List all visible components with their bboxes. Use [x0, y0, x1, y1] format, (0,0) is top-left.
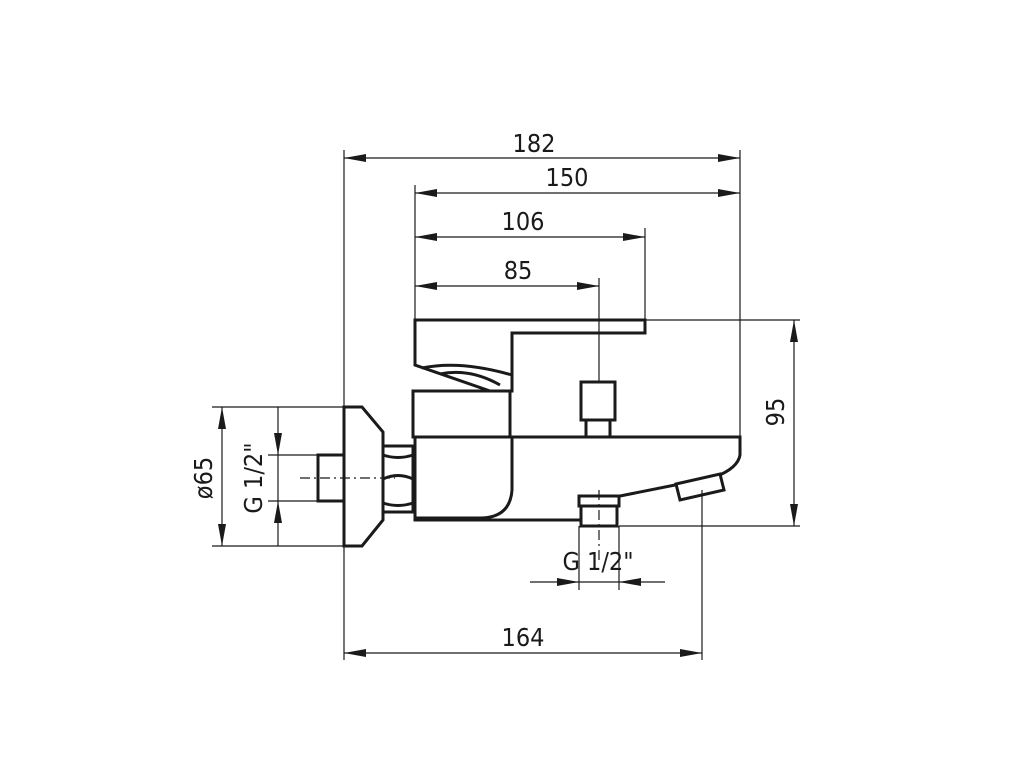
dim-width-to-spout-label: 150	[546, 163, 589, 192]
lever-handle	[413, 318, 647, 393]
extension-lines	[212, 150, 800, 660]
dim-width-to-lever-label: 106	[502, 207, 545, 236]
diverter-knob	[579, 380, 617, 422]
cartridge-housing	[411, 389, 512, 439]
dim-flange-diameter-label: ø65	[189, 457, 218, 499]
connector-nut	[381, 444, 415, 514]
dim-outlet-connection-label: G 1/2"	[562, 547, 633, 576]
spout-aerator	[674, 472, 726, 502]
dim-height-label: 95	[761, 398, 790, 427]
dimension-labels: 182 150 106 85 95 ø65 G 1/2" G 1/2" 164	[189, 129, 790, 652]
dimension-lines	[218, 154, 798, 657]
dim-width-to-diverter-label: 85	[504, 256, 533, 285]
dim-wall-connection-label: G 1/2"	[239, 442, 268, 513]
dim-width-to-outlet-label: 164	[502, 623, 545, 652]
faucet-outline	[300, 318, 742, 560]
dim-overall-width-label: 182	[513, 129, 556, 158]
wall-flange	[342, 405, 385, 548]
